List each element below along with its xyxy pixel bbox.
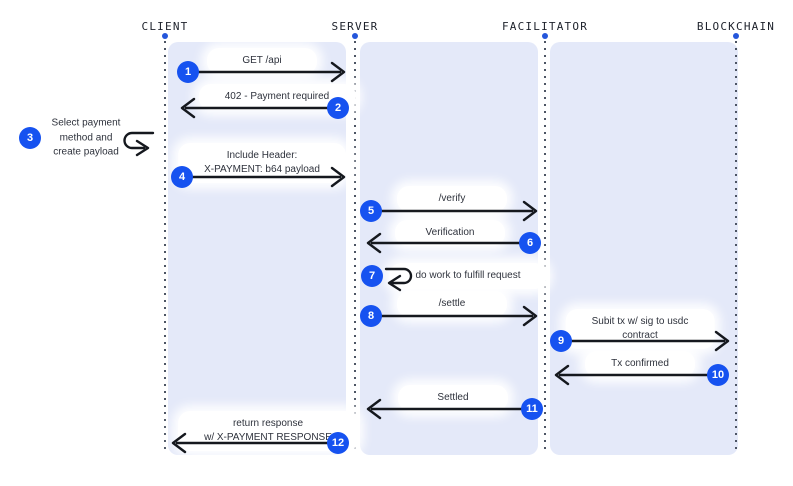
- blockchain-lifeline-dot: [733, 33, 739, 39]
- lifeline-label-blockchain: BLOCKCHAIN: [696, 20, 776, 33]
- facilitator-lifeline-dot: [542, 33, 548, 39]
- client-lifeline: [164, 41, 166, 452]
- step-badge-4: 4: [171, 166, 193, 188]
- message-label-3: Select payment method and create payload: [51, 117, 121, 158]
- step-badge-10: 10: [707, 364, 729, 386]
- facilitator-blockchain-lane: [550, 42, 738, 455]
- facilitator-lifeline: [544, 41, 546, 452]
- message-label-1: GET /api: [207, 48, 317, 74]
- step-badge-6: 6: [519, 232, 541, 254]
- message-label-5: /verify: [397, 186, 507, 212]
- step-badge-12: 12: [327, 432, 349, 454]
- lifeline-label-server: SERVER: [331, 20, 379, 33]
- step-badge-11: 11: [521, 398, 543, 420]
- step-badge-9: 9: [550, 330, 572, 352]
- message-label-9: Subit tx w/ sig to usdc contract: [565, 309, 715, 349]
- self-loop-step-3: [123, 131, 155, 157]
- message-label-6: Verification: [395, 220, 505, 246]
- step-badge-3: 3: [19, 127, 41, 149]
- client-lifeline-dot: [162, 33, 168, 39]
- lifeline-label-client: CLIENT: [141, 20, 189, 33]
- step-badge-8: 8: [360, 305, 382, 327]
- step-badge-2: 2: [327, 97, 349, 119]
- message-label-7: do work to fulfill request: [389, 263, 547, 289]
- step-badge-5: 5: [360, 200, 382, 222]
- server-lifeline-dot: [352, 33, 358, 39]
- message-label-10: Tx confirmed: [585, 351, 695, 377]
- step-badge-1: 1: [177, 61, 199, 83]
- message-label-11: Settled: [398, 385, 508, 411]
- step-badge-7: 7: [361, 265, 383, 287]
- message-label-8: /settle: [397, 291, 507, 317]
- lifeline-label-facilitator: FACILITATOR: [501, 20, 589, 33]
- message-label-4: Include Header: X-PAYMENT: b64 payload: [178, 143, 346, 183]
- server-lifeline: [354, 41, 356, 452]
- blockchain-lifeline: [735, 41, 737, 452]
